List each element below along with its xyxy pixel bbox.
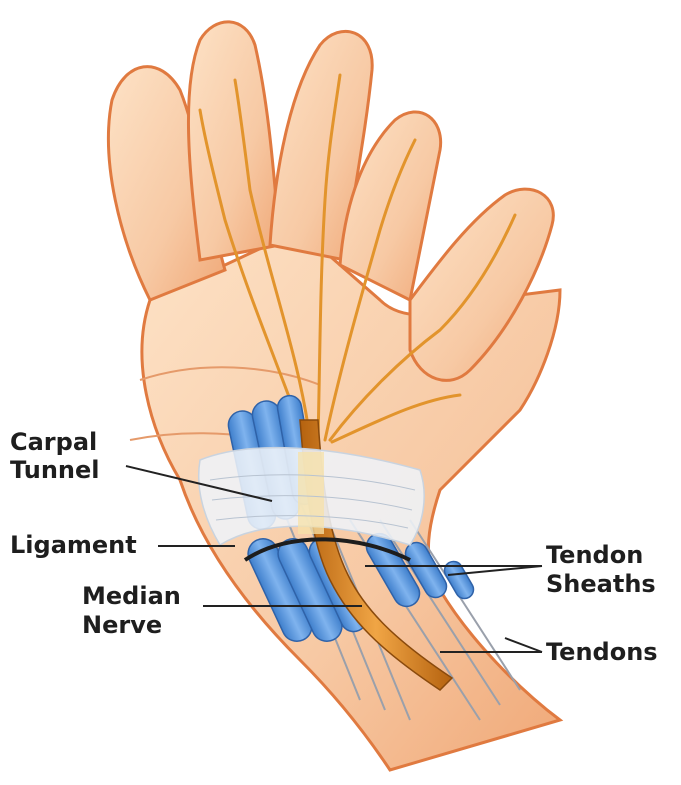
label-median-nerve-line1: Median [82,582,181,610]
label-median-nerve-line2: Nerve [82,611,162,639]
label-carpal-tunnel-line2: Tunnel [10,456,100,484]
label-tendons: Tendons [546,638,658,666]
ligament-nerve-window [298,452,324,534]
label-tendon-sheaths-line2: Sheaths [546,570,656,598]
label-carpal-tunnel: Carpal Tunnel [10,428,100,484]
label-tendon-sheaths-line1: Tendon [546,541,643,569]
middle-finger [188,22,280,260]
label-tendon-sheaths: Tendon Sheaths [546,541,656,598]
label-median-nerve: Median Nerve [82,582,181,639]
label-carpal-tunnel-line1: Carpal [10,428,97,456]
label-ligament: Ligament [10,531,137,559]
